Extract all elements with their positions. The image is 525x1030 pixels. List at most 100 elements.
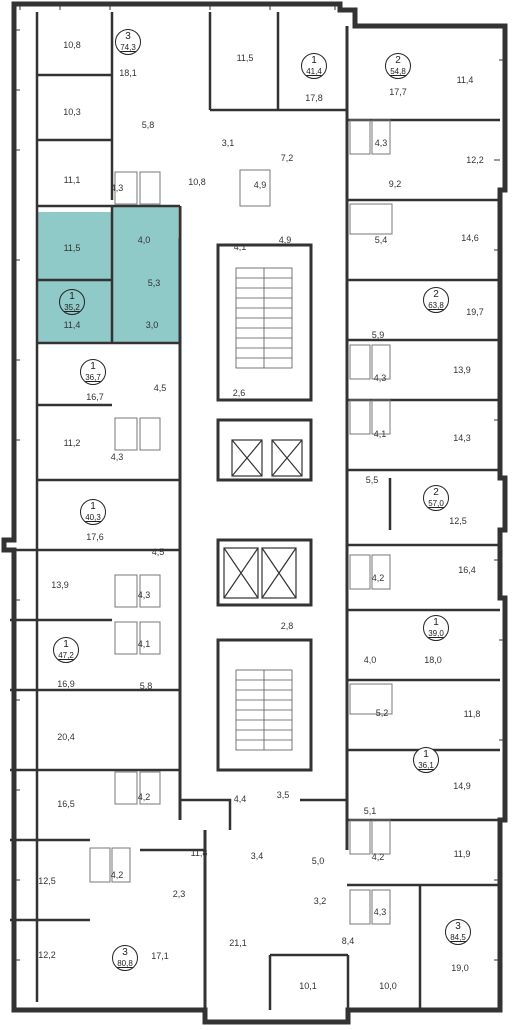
room-area: 17,6 [86,532,104,542]
room-area: 5,2 [375,708,389,718]
room-area: 11,1 [63,175,81,185]
room-area: 4,5 [153,383,167,393]
room-area: 18,0 [424,655,442,665]
room-area: 13,9 [453,365,471,375]
room-area: 18,1 [119,68,137,78]
room-area: 11,5 [63,243,81,253]
room-area: 4,0 [137,235,151,245]
apartment-rooms: 1 [90,361,96,372]
room-area: 5,5 [365,475,379,485]
apartment-area: 63,8 [428,301,444,310]
apartment-rooms: 1 [63,639,69,650]
room-area: 3,4 [250,851,264,861]
room-area: 11,5 [236,53,254,63]
apartment-area: 40,3 [85,513,101,522]
room-area: 2,8 [280,621,294,631]
apartment-rooms: 1 [69,291,75,302]
room-area: 4,9 [278,235,292,245]
room-area: 20,4 [57,732,75,742]
room-area: 14,9 [453,781,471,791]
room-area: 12,5 [38,876,56,886]
room-area: 10,1 [299,981,317,991]
room-area: 12,2 [466,155,484,165]
apartment-area: 36,1 [418,761,434,770]
room-area: 5,8 [139,681,153,691]
room-area: 16,9 [57,679,75,689]
outer-walls [1,1,508,1025]
room-area: 11,9 [453,849,471,859]
apartment-area: 74,3 [120,43,136,52]
room-area: 4,2 [371,852,385,862]
apartment-rooms: 1 [311,55,317,66]
room-area: 5,8 [141,120,155,130]
room-area: 4,5 [151,547,165,557]
room-area: 17,8 [305,93,323,103]
room-area: 14,3 [453,433,471,443]
room-area: 5,0 [311,856,325,866]
stairs [235,267,293,751]
room-area: 4,3 [137,590,151,600]
room-area: 11,2 [63,438,81,448]
room-area: 4,2 [137,792,151,802]
room-area: 17,7 [389,87,407,97]
apartment-area: 57,0 [428,499,444,508]
apartment-area: 54,8 [390,67,406,76]
room-area: 5,3 [147,278,161,288]
room-area: 4,9 [253,180,267,190]
room-area: 17,1 [151,951,169,961]
room-area: 10,8 [188,177,206,187]
apartment-rooms: 2 [395,55,401,66]
apartment-area: 39,0 [428,629,444,638]
room-area: 4,3 [373,907,387,917]
apartment-area: 36,7 [85,373,101,382]
room-area: 4,3 [373,373,387,383]
room-area: 4,1 [137,639,151,649]
room-area: 21,1 [229,938,247,948]
apartment-rooms: 1 [423,749,429,760]
apartment-area: 80,8 [117,959,133,968]
room-area: 11,8 [190,848,208,858]
apartment-area: 41,4 [306,67,322,76]
room-area: 3,5 [276,790,290,800]
room-area: 5,9 [371,330,385,340]
room-area: 9,2 [388,179,402,189]
room-area: 3,1 [221,138,235,148]
room-area: 4,3 [110,183,124,193]
room-area: 10,8 [63,40,81,50]
room-area: 11,4 [63,320,81,330]
room-area: 16,7 [86,392,104,402]
selected-apartment-fill[interactable] [37,206,180,343]
apartment-area: 84,5 [450,933,466,942]
room-area: 5,1 [363,806,377,816]
room-area: 10,3 [63,107,81,117]
room-area: 4,2 [110,870,124,880]
room-area: 2,3 [172,889,186,899]
room-area: 4,2 [371,573,385,583]
room-area: 19,0 [451,963,469,973]
interior-walls [10,12,500,1010]
room-area: 14,6 [461,233,479,243]
room-area: 2,6 [232,388,246,398]
room-area: 12,5 [449,516,467,526]
apartment-rooms: 3 [122,947,128,958]
room-area: 3,2 [313,896,327,906]
room-area: 8,4 [341,936,355,946]
room-area: 11,8 [463,709,481,719]
apartment-rooms: 2 [433,289,439,300]
room-area: 4,3 [110,452,124,462]
room-area: 4,0 [363,655,377,665]
